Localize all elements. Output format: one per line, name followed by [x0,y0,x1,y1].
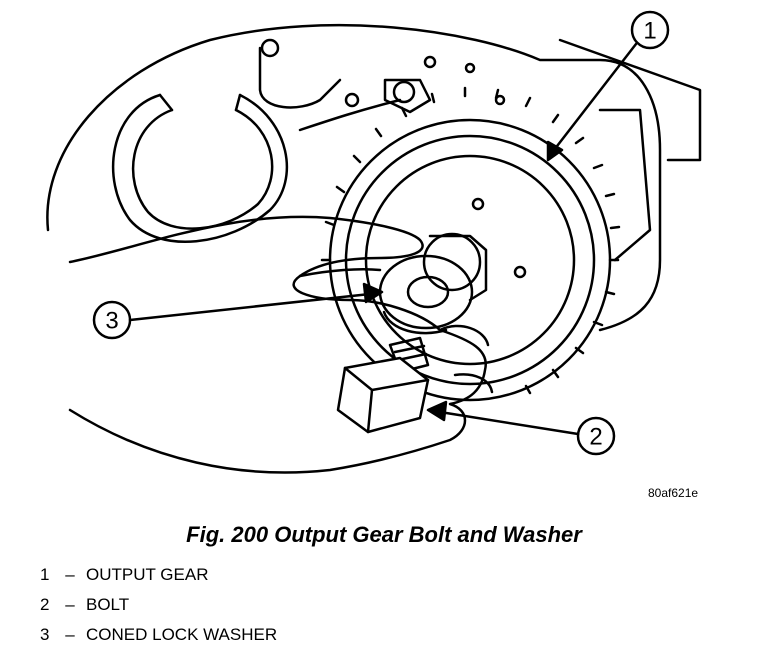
callout-2 [426,400,616,456]
callout-2-number: 2 [589,424,602,451]
callout-1-number: 1 [643,18,656,45]
callout-1 [546,10,670,162]
bolt [336,336,430,434]
legend-label: OUTPUT GEAR [86,565,209,584]
transfer-case-housing [46,23,702,332]
legend-list: 1–OUTPUT GEAR 2–BOLT 3–CONED LOCK WASHER [40,564,277,654]
figure-code: 80af621e [648,486,698,500]
legend-item: 3–CONED LOCK WASHER [40,624,277,654]
legend-number: 3 [40,625,50,644]
hand [68,215,494,474]
figure-caption: Fig. 200 Output Gear Bolt and Washer [186,522,582,547]
legend-separator: – [65,565,75,584]
coned-lock-washer [378,254,474,335]
legend-separator: – [65,595,75,614]
callout-3-number: 3 [105,308,118,335]
legend-label: CONED LOCK WASHER [86,625,278,644]
legend-number: 1 [40,565,50,584]
legend-label: BOLT [86,595,130,614]
figure-illustration: 1 2 3 80af621e [46,10,702,500]
legend-item: 1–OUTPUT GEAR [40,564,277,594]
output-shaft [422,232,488,302]
legend-number: 2 [40,595,50,614]
legend-separator: – [65,625,75,644]
legend-item: 2–BOLT [40,594,277,624]
output-gear [320,86,621,402]
callout-3 [92,282,384,340]
